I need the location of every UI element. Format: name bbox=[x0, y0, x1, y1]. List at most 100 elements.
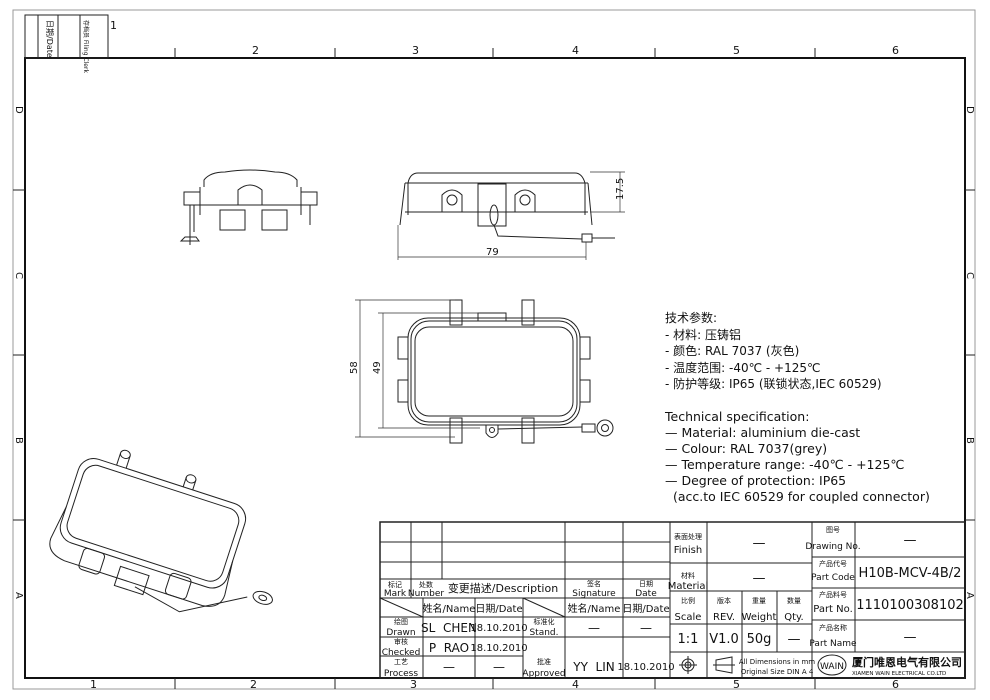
zone-right-d: D bbox=[964, 106, 975, 114]
signature-cn: 签名 bbox=[587, 579, 601, 588]
part-code-label: Part Code bbox=[811, 573, 855, 583]
dimension-17-5 bbox=[590, 171, 625, 213]
spec-en-item: — Colour: RAL 7037(grey) bbox=[665, 441, 827, 456]
spec-cn-item: - 防护等级: IP65 (联锁状态,IEC 60529) bbox=[665, 376, 882, 391]
drawn-cn: 绘图 bbox=[394, 617, 408, 626]
part-code-cn: 产品代号 bbox=[819, 559, 847, 568]
approved-name: YY LIN bbox=[572, 660, 615, 674]
company-name-cn: 厦门唯恩电气有限公司 bbox=[852, 655, 962, 669]
technical-spec-en: Technical specification: — Material: alu… bbox=[664, 409, 930, 504]
technical-spec-cn: 技术参数: - 材料: 压铸铝 - 颜色: RAL 7037 (灰色) - 温度… bbox=[665, 310, 882, 391]
spec-en-title: Technical specification: bbox=[664, 409, 809, 424]
date-header: 日期/Date bbox=[475, 603, 522, 615]
stand-name: — bbox=[588, 621, 600, 635]
spec-cn-title: 技术参数: bbox=[665, 310, 717, 325]
projection-symbol bbox=[679, 656, 735, 674]
zone-top-3: 3 bbox=[412, 44, 419, 57]
zone-left-c: C bbox=[13, 272, 24, 279]
part-no-cn: 产品料号 bbox=[819, 590, 847, 599]
approved-label: Approved bbox=[522, 669, 565, 679]
stand-label: Stand. bbox=[529, 628, 558, 638]
dim-outer-width-label: 58 bbox=[349, 361, 360, 374]
drawn-label: Drawn bbox=[386, 628, 415, 638]
drawing-no-cn: 图号 bbox=[826, 526, 840, 534]
dimension-58-49 bbox=[355, 299, 480, 438]
date-header: 日期/Date bbox=[622, 603, 669, 615]
number-cn: 处数 bbox=[419, 580, 433, 589]
title-block: 标记 处数 签名 日期 Mark Number 变更描述/Description… bbox=[379, 521, 966, 679]
weight-label: Weight bbox=[742, 612, 777, 623]
process-date: — bbox=[493, 660, 505, 674]
number-label: Number bbox=[408, 589, 444, 599]
svg-text:WAIN: WAIN bbox=[820, 662, 844, 672]
name-header: 姓名/Name bbox=[568, 602, 621, 615]
zone-bottom-1: 1 bbox=[90, 678, 97, 691]
finish-label: Finish bbox=[674, 545, 702, 556]
material-cn: 材料 bbox=[681, 571, 695, 580]
zone-top-4: 4 bbox=[572, 44, 579, 57]
drawn-date: 18.10.2010 bbox=[470, 623, 527, 634]
spec-cn-item: - 颜色: RAL 7037 (灰色) bbox=[665, 343, 799, 358]
rev-value: V1.0 bbox=[709, 632, 739, 647]
zone-markers: 1 2 3 4 5 6 1 2 3 4 5 6 D C B A D C B A bbox=[13, 19, 975, 691]
process-name: — bbox=[443, 660, 455, 674]
scale-value: 1:1 bbox=[678, 632, 699, 647]
spec-en-item: — Degree of protection: IP65 bbox=[665, 473, 846, 488]
process-cn: 工艺 bbox=[394, 658, 408, 666]
qty-value: — bbox=[788, 632, 801, 647]
approved-date: 18.10.2010 bbox=[617, 662, 674, 673]
zone-top-1: 1 bbox=[110, 19, 117, 32]
zone-left-a: A bbox=[13, 592, 24, 599]
zone-top-5: 5 bbox=[733, 44, 740, 57]
part-name-label: Part Name bbox=[809, 639, 857, 649]
rev-cn: 版本 bbox=[717, 596, 731, 605]
stand-date: — bbox=[640, 621, 652, 635]
material-label: Material bbox=[668, 581, 709, 592]
drawn-name: SL CHEN bbox=[421, 621, 477, 635]
spec-cn-item: - 温度范围: -40℃ - +125℃ bbox=[665, 360, 820, 375]
signature-label: Signature bbox=[572, 589, 616, 599]
filing-clerk-label: 存档员 Filing Clerk bbox=[82, 20, 90, 73]
weight-cn: 重量 bbox=[752, 597, 766, 605]
top-view bbox=[397, 299, 614, 444]
scale-label: Scale bbox=[675, 612, 702, 623]
zone-bottom-3: 3 bbox=[410, 678, 417, 691]
zone-right-b: B bbox=[964, 437, 975, 444]
spec-en-item: — Temperature range: -40℃ - +125℃ bbox=[665, 457, 904, 472]
outer-border bbox=[12, 9, 976, 690]
spec-en-item: (acc.to IEC 60529 for coupled connector) bbox=[665, 489, 930, 504]
description-label: 变更描述/Description bbox=[448, 581, 558, 595]
process-label: Process bbox=[384, 669, 418, 679]
checked-name: P RAO bbox=[429, 641, 469, 655]
drawing-no-label: Drawing No. bbox=[805, 542, 860, 552]
date-label: Date bbox=[635, 589, 657, 599]
drawing-no-value: — bbox=[904, 533, 917, 548]
finish-cn: 表面处理 bbox=[674, 532, 702, 541]
part-name-value: — bbox=[904, 630, 917, 645]
material-value: — bbox=[753, 571, 766, 586]
dims-note-1: All Dimensions in mm bbox=[739, 658, 815, 666]
zone-left-d: D bbox=[13, 106, 24, 114]
zone-bottom-6: 6 bbox=[892, 678, 899, 691]
dimension-79 bbox=[397, 225, 587, 260]
mark-cn: 标记 bbox=[388, 580, 402, 589]
spec-cn-item: - 材料: 压铸铝 bbox=[665, 327, 741, 342]
approved-cn: 批准 bbox=[537, 657, 551, 666]
dim-inner-width-label: 49 bbox=[372, 361, 383, 374]
zone-right-a: A bbox=[964, 592, 975, 599]
dim-length-label: 79 bbox=[486, 247, 499, 258]
zone-top-6: 6 bbox=[892, 44, 899, 57]
finish-value: — bbox=[753, 536, 766, 551]
part-code-value: H10B-MCV-4B/2 bbox=[859, 566, 962, 581]
zone-left-b: B bbox=[13, 437, 24, 444]
qty-label: Qty. bbox=[784, 612, 803, 623]
rev-label: REV. bbox=[713, 612, 735, 623]
zone-top-2: 2 bbox=[252, 44, 259, 57]
zone-bottom-2: 2 bbox=[250, 678, 257, 691]
name-header: 姓名/Name bbox=[423, 602, 476, 615]
date-cn: 日期 bbox=[639, 580, 653, 588]
scale-cn: 比例 bbox=[681, 596, 695, 605]
mark-label: Mark bbox=[384, 589, 407, 599]
dim-height-label: 17.5 bbox=[615, 178, 626, 200]
checked-cn: 审核 bbox=[394, 637, 408, 646]
